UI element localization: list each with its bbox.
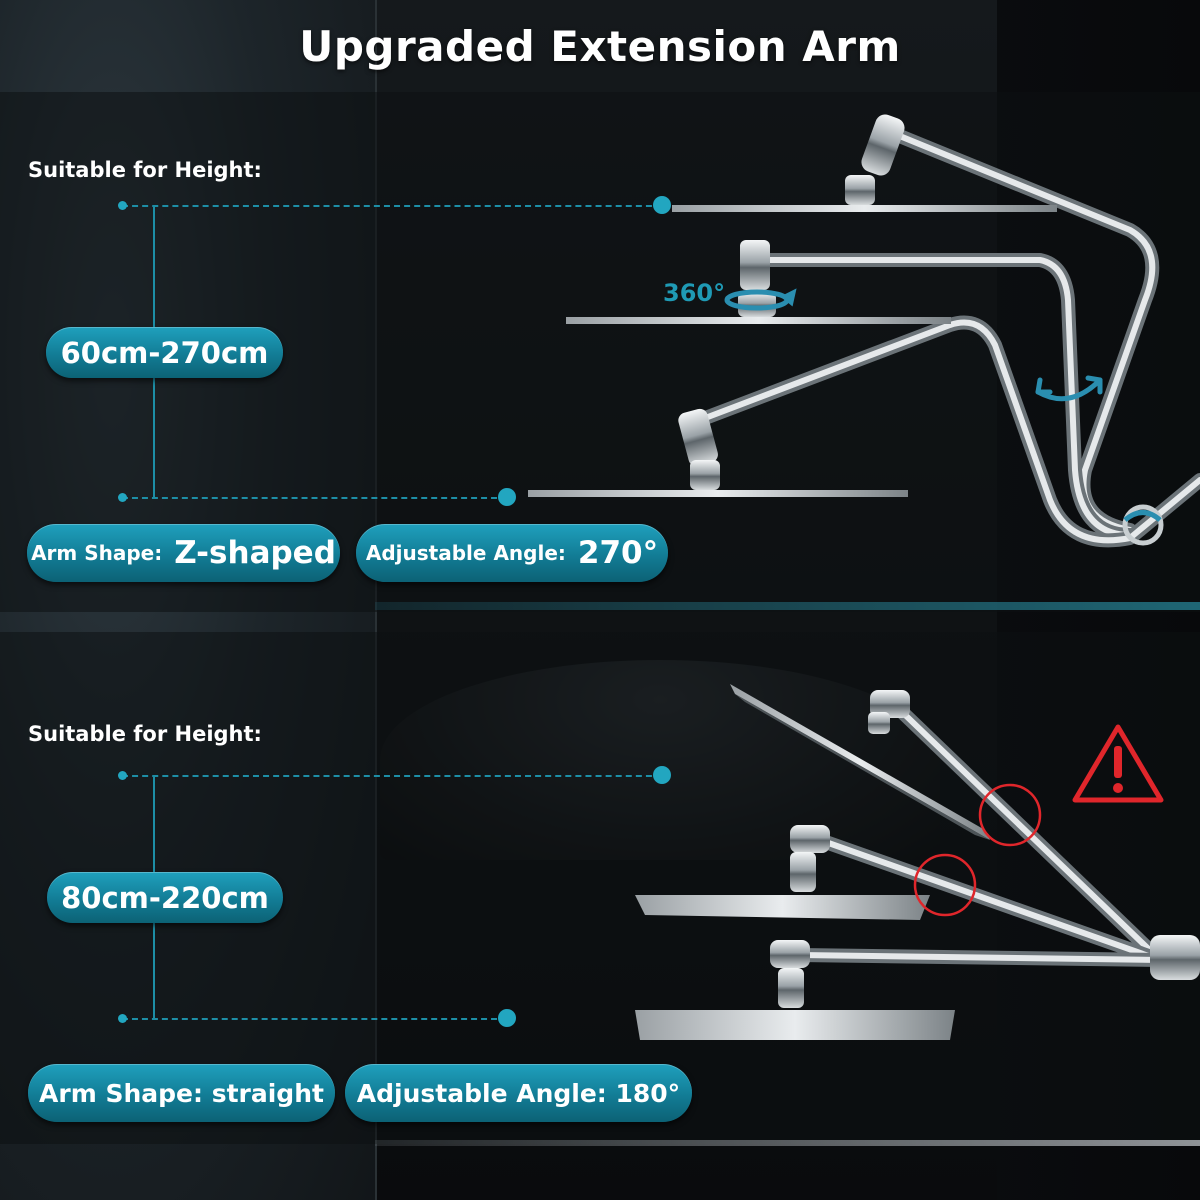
straight-arm-1 [893, 703, 1167, 967]
highlight-circle-icon-2 [913, 853, 977, 917]
top-dim-dot-small-bottom [118, 493, 127, 502]
highlight-circle-icon [978, 783, 1042, 847]
pivot-arrow-icon [1035, 375, 1103, 402]
top-arm-shape-badge: Arm Shape: Z-shaped [27, 524, 340, 582]
top-height-range: 60cm-270cm [60, 335, 269, 370]
bottom-dim-line-top [122, 775, 662, 777]
top-dim-line-top [122, 205, 662, 207]
top-height-label: Suitable for Height: [28, 158, 262, 182]
bottom-angle-badge: Adjustable Angle: 180° [345, 1064, 692, 1122]
page-title: Upgraded Extension Arm [299, 22, 901, 71]
bottom-dim-line-bottom [122, 1018, 507, 1020]
bottom-arm-shape: Arm Shape: straight [39, 1078, 324, 1108]
shower-head-bottom-2 [635, 825, 930, 920]
shower-head-bottom-3 [635, 940, 955, 1040]
shower-head-bottom-1 [730, 684, 990, 840]
bottom-angle: Adjustable Angle: 180° [356, 1078, 681, 1108]
top-angle-value: 270° [577, 535, 659, 571]
straight-arm-3 [793, 948, 1167, 967]
top-arm-shape-value: Z-shaped [174, 535, 336, 571]
z-arm-lower [693, 315, 1200, 548]
bottom-height-range-badge: 80cm-220cm [47, 872, 283, 923]
shower-head-top-2 [566, 240, 951, 324]
top-arm-shape-label: Arm Shape: [31, 541, 163, 565]
warning-icon [1072, 724, 1164, 803]
panel-divider-bottom [375, 1140, 1200, 1146]
shower-head-top-1 [672, 114, 1057, 212]
z-arm-middle [763, 253, 1137, 542]
top-dim-dot-big-bottom [498, 488, 516, 506]
top-dim-dot-small-top [118, 201, 127, 210]
bottom-height-range: 80cm-220cm [61, 880, 269, 915]
joint-rotate-icon [1122, 504, 1164, 546]
top-dim-line-bottom [122, 497, 507, 499]
shower-head-top-3 [528, 408, 908, 497]
rotate-arrow-icon [724, 288, 797, 311]
bottom-dim-dot-big-top [653, 766, 671, 784]
top-dim-dot-big-top [653, 196, 671, 214]
panel-divider [375, 602, 1200, 610]
bottom-dim-dot-small-top [118, 771, 127, 780]
bottom-dim-dot-small-bottom [118, 1014, 127, 1023]
wall-mount [1150, 935, 1200, 980]
top-height-range-badge: 60cm-270cm [46, 327, 283, 378]
rotation-360-label: 360° [663, 279, 726, 307]
bottom-height-label: Suitable for Height: [28, 722, 262, 746]
bottom-dim-dot-big-bottom [498, 1009, 516, 1027]
top-angle-badge: Adjustable Angle: 270° [356, 524, 668, 582]
straight-arm-2 [813, 833, 1167, 967]
bottom-arm-shape-badge: Arm Shape: straight [28, 1064, 335, 1122]
top-angle-label: Adjustable Angle: [365, 541, 566, 565]
